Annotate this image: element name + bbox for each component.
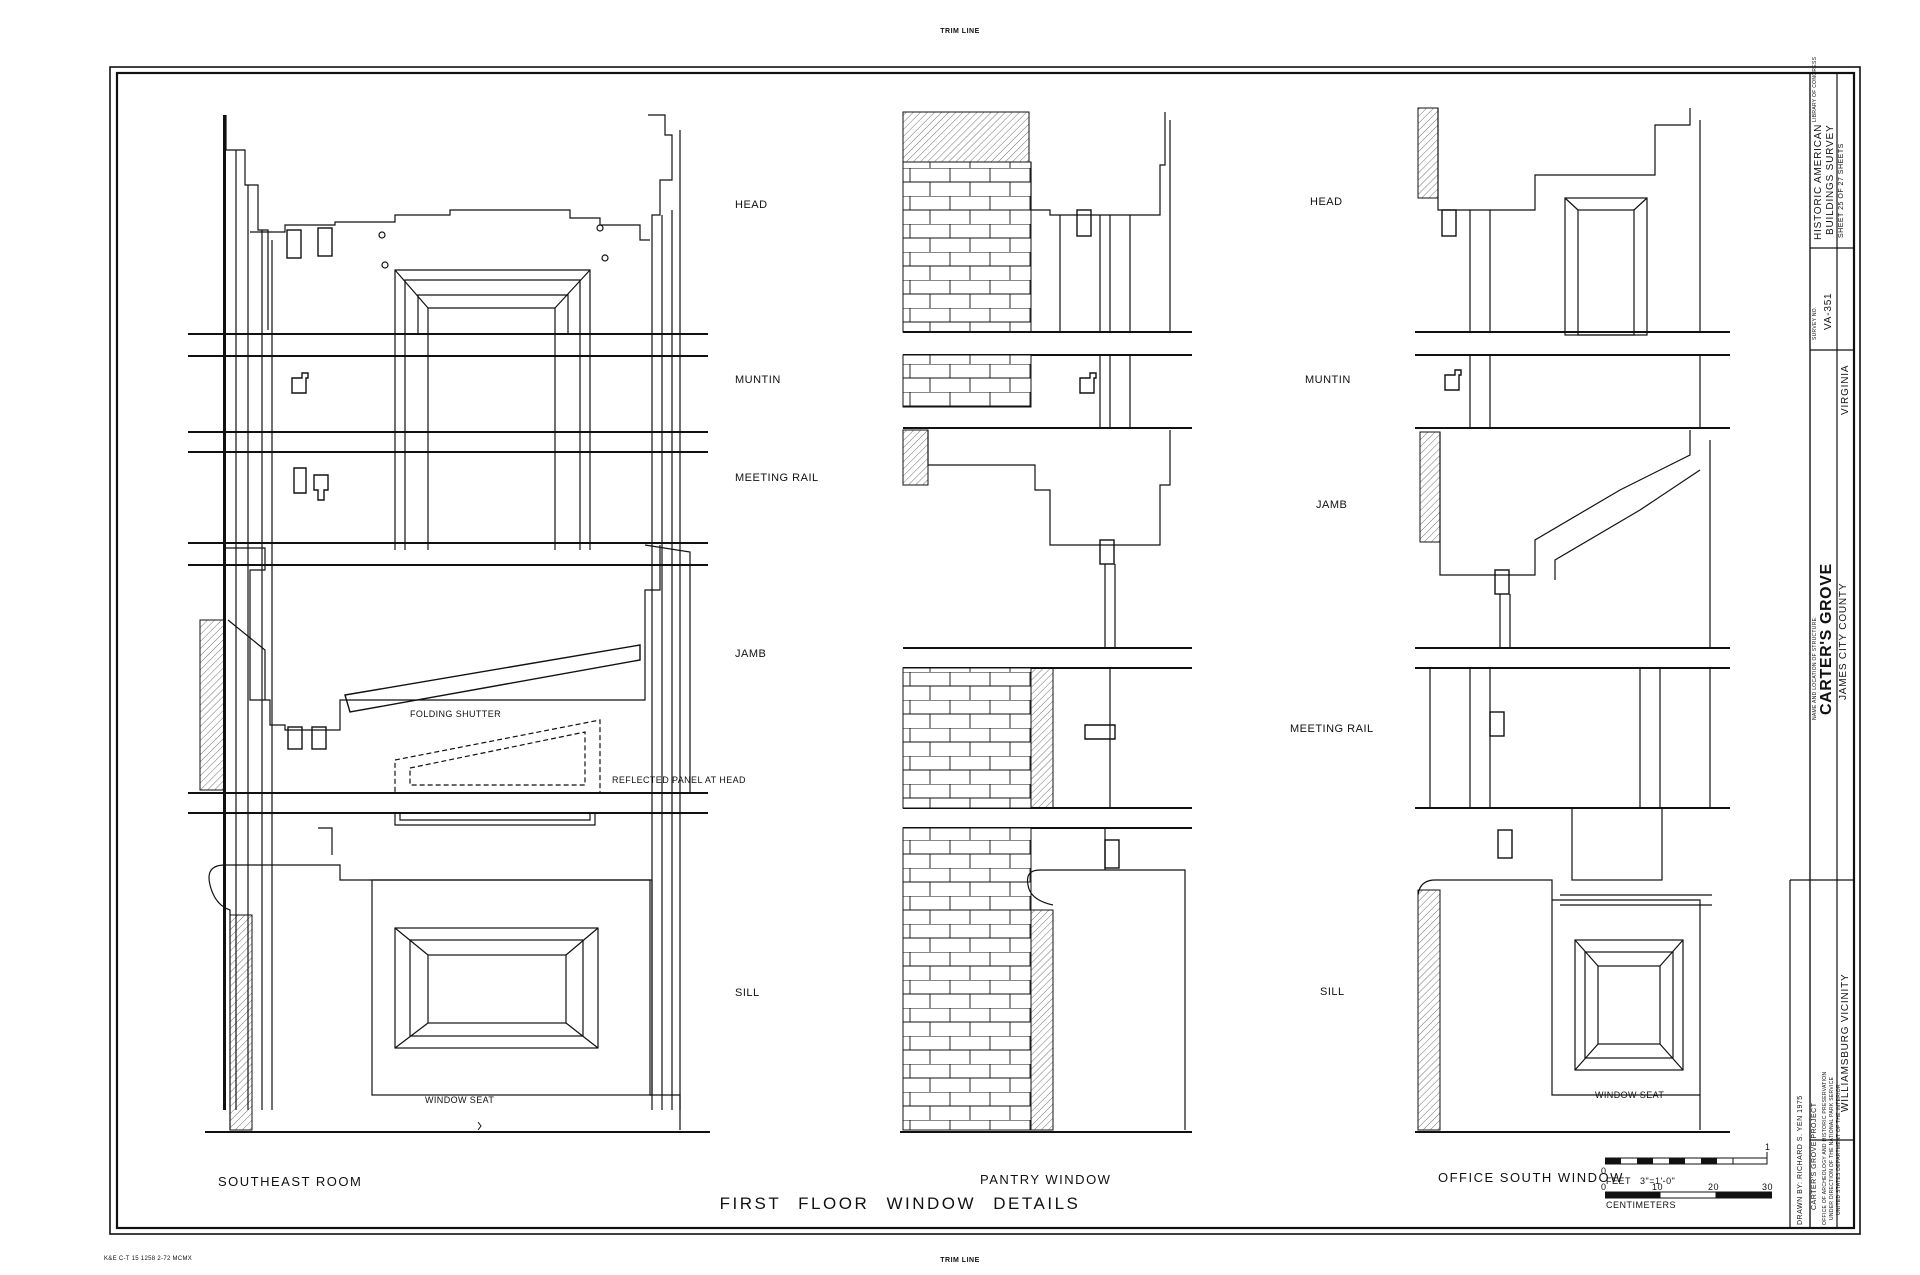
tb-vicinity: WILLIAMSBURG VICINITY bbox=[1840, 973, 1851, 1112]
detail-office-south-window bbox=[1415, 107, 1730, 1133]
scale-feet-tick-0: 0 bbox=[1601, 1166, 1607, 1176]
label-meeting-rail-southeast: MEETING RAIL bbox=[735, 472, 819, 484]
label-jamb-southeast: JAMB bbox=[735, 648, 767, 660]
outer-border bbox=[109, 66, 1861, 1235]
tb-county: JAMES CITY COUNTY bbox=[1838, 582, 1849, 700]
sheet-title: FIRST FLOOR WINDOW DETAILS bbox=[719, 1194, 1081, 1213]
title-block bbox=[1789, 72, 1855, 1229]
scale-feet-ratio: 3"=1'-0" bbox=[1640, 1176, 1676, 1186]
graphic-scale bbox=[1605, 1152, 1772, 1199]
tb-sheet-of: SHEET 25 OF 27 SHEETS bbox=[1838, 143, 1845, 238]
label-muntin-pantry: MUNTIN bbox=[1305, 374, 1351, 386]
scale-feet-tick-1: 1 bbox=[1765, 1142, 1771, 1152]
label-head-southeast: HEAD bbox=[735, 199, 768, 211]
caption-pantry-window: PANTRY WINDOW bbox=[980, 1172, 1112, 1187]
trim-line-top: TRIM LINE bbox=[940, 28, 980, 35]
tb-project: CARTER'S GROVE PROJECT bbox=[1811, 1102, 1818, 1211]
label-muntin-southeast: MUNTIN bbox=[735, 374, 781, 386]
scale-cm-label: CENTIMETERS bbox=[1606, 1200, 1677, 1210]
label-sill-pantry: SILL bbox=[1320, 986, 1345, 998]
scale-cm-tick-0: 0 bbox=[1601, 1182, 1607, 1192]
tb-agency-line-1: HISTORIC AMERICAN bbox=[1813, 123, 1824, 240]
note-window-seat-southeast: WINDOW SEAT bbox=[425, 1095, 495, 1105]
caption-office-south-window: OFFICE SOUTH WINDOW bbox=[1438, 1170, 1624, 1185]
scale-cm-tick-10: 10 bbox=[1652, 1182, 1664, 1192]
detail-southeast-room bbox=[188, 114, 710, 1133]
note-folding-shutter: FOLDING SHUTTER bbox=[410, 709, 502, 719]
tb-agency-line-2: BUILDINGS SURVEY bbox=[1825, 124, 1836, 235]
scale-cm-tick-30: 30 bbox=[1762, 1182, 1774, 1192]
tb-survey-no-label: SURVEY NO. bbox=[1812, 306, 1818, 340]
label-head-pantry: HEAD bbox=[1310, 196, 1343, 208]
tb-state: VIRGINIA bbox=[1840, 364, 1851, 415]
trim-line-bottom: TRIM LINE bbox=[940, 1257, 980, 1264]
label-sill-southeast: SILL bbox=[735, 987, 760, 999]
tb-structure-name: CARTER'S GROVE bbox=[1818, 563, 1835, 715]
detail-pantry-window bbox=[900, 111, 1192, 1133]
tb-office-line-1: OFFICE OF ARCHEOLOGY AND HISTORIC PRESER… bbox=[1822, 1071, 1828, 1225]
print-code: K&E C-T 15 1258 2-72 MCMX bbox=[104, 1256, 193, 1262]
tb-drawn-by: DRAWN BY: RICHARD S. YEN 1975 bbox=[1797, 1095, 1804, 1225]
label-jamb-pantry: JAMB bbox=[1316, 499, 1348, 511]
note-reflected-panel: REFLECTED PANEL AT HEAD bbox=[612, 775, 746, 785]
caption-southeast-room: SOUTHEAST ROOM bbox=[218, 1174, 363, 1189]
note-window-seat-office: WINDOW SEAT bbox=[1595, 1090, 1665, 1100]
label-meeting-rail-pantry: MEETING RAIL bbox=[1290, 723, 1374, 735]
scale-cm-tick-20: 20 bbox=[1708, 1182, 1720, 1192]
scale-feet-label: FEET bbox=[1606, 1176, 1632, 1186]
tb-library-note: LIBRARY OF CONGRESS bbox=[1812, 56, 1818, 122]
tb-office-line-2: UNDER DIRECTION OF THE NATIONAL PARK SER… bbox=[1829, 1076, 1835, 1220]
tb-survey-no: VA-351 bbox=[1823, 292, 1834, 330]
